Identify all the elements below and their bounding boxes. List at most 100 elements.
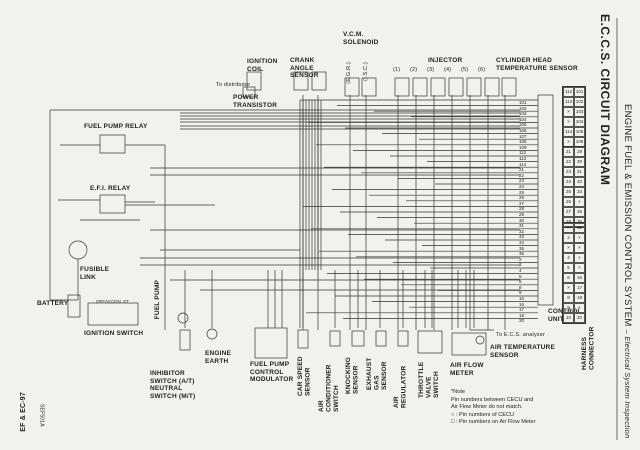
section-header: ENGINE FUEL & EMISSION CONTROL SYSTEM – … [622,104,633,439]
connector-pin: 101 [574,87,585,97]
control-unit-label: CONTROL UNIT [548,308,582,323]
control-unit-pin: 32 [519,228,525,234]
exhaust-gas-sensor-label: EXHAUST GAS SENSOR [366,357,388,390]
control-unit-pin: 106 [519,128,527,133]
component-symbol [361,77,377,97]
connector-pin: × [574,263,585,273]
section-subtitle: – Electrical System Inspection [623,329,632,439]
connector-pin: × [574,197,585,207]
connector-pin: 23 [563,167,574,177]
egr-label: (E.G.R.) [346,62,352,84]
connector-pin: 27 [563,207,574,217]
control-unit-pin: 102 [519,105,527,111]
control-unit-pin: 8 [519,284,522,290]
connector-pin: 24 [563,177,574,187]
fusible-link-label: FUSIBLE LINK [80,266,110,281]
knocking-sensor-label: KNOCKING SENSOR [345,357,360,394]
control-unit-pin: 24 [519,184,525,189]
battery-symbol [67,294,81,318]
component-symbol [344,77,360,97]
control-unit-pin: 26 [519,195,525,201]
connector-pin: 102 [574,97,585,107]
to-distributor-label: To distributor [216,82,251,88]
control-unit-pin: 18 [519,312,525,318]
connector-pin: 5 [563,263,574,273]
page-number: EF & EC-97 [20,392,27,432]
control-unit-pin: 6 [519,279,522,285]
connector-pin: 32 [574,177,585,187]
connector-pin: 9 [563,303,574,313]
connector-pin: × [574,233,585,243]
engine-earth-symbol [206,328,218,340]
connector-pin: 30 [574,157,585,167]
control-unit-pin: 25 [519,189,525,195]
car-speed-sensor-symbol [297,329,309,349]
control-unit-pin: 108 [519,139,527,145]
control-unit-pin: 10 [519,296,525,301]
vcm-solenoid-label: V.C.M. SOLENOID [343,31,379,46]
control-unit-pin: 3 [519,262,522,268]
note-line: Air Flow Meter do not match. [451,404,523,410]
ac-switch-symbol [329,330,341,347]
ignition-switch-table [87,302,139,326]
connector-pin: × [574,243,585,253]
connector-pin: 33 [574,187,585,197]
control-unit-pin: 4 [519,268,522,273]
power-transistor-label: POWER TRANSISTOR [233,94,278,109]
fusible-link-symbol [68,240,88,260]
fuel-pump-label: FUEL PUMP [154,280,161,320]
connector-pin: 18 [574,293,585,303]
control-unit-pin: 36 [519,251,525,257]
connector-pin: 26 [563,197,574,207]
connector-pin: 35 [574,207,585,217]
injector-number: (4) [444,67,452,73]
connector-pin: × [563,243,574,253]
control-unit-pin: 103 [519,111,527,117]
control-unit-pin: 20 [519,318,525,324]
injector-number: (2) [410,67,418,73]
control-unit-pin: 22 [519,172,525,178]
injector-label: INJECTOR [428,57,463,64]
car-speed-sensor-label: CAR SPEED SENSOR [297,356,312,396]
component-symbol [448,77,464,97]
fuel-pump-relay-label: FUEL PUMP RELAY [84,123,148,130]
connector-pin: 105 [574,127,585,137]
control-unit-pin: 9 [519,290,522,296]
harness-connector-label: HARNESS CONNECTOR [581,326,596,370]
efi-relay-symbol [99,194,126,214]
air-conditioner-switch-label: AIR CONDITIONER SWITCH [318,364,340,412]
connector-pin: 2 [563,233,574,243]
air-temperature-sensor-label: AIR TEMPERATURE SENSOR [490,344,555,359]
engine-earth-label: ENGINE EARTH [205,350,232,365]
control-unit-pin: 23 [519,178,525,184]
ignition-position: OFF [96,299,105,304]
connector-pin: 112 [563,87,574,97]
control-unit-box [537,94,554,306]
fuel-pump-symbol [177,312,189,324]
injector-number: (6) [478,67,486,73]
connector-pin: 22 [563,157,574,167]
throttle-valve-switch-label: THROTTLE VALVE SWITCH [418,361,440,398]
cylinder-head-temp-sensor-label: CYLINDER HEAD TEMPERATURE SENSOR [496,57,578,72]
efi-relay-label: E.F.I. RELAY [90,185,131,192]
component-symbol [412,77,428,97]
connector-pin: × [574,303,585,313]
connector-pin: × [563,223,574,233]
connector-pin: 8 [563,293,574,303]
control-unit-pin: 30 [519,217,525,223]
connector-pin: 29 [574,147,585,157]
knocking-sensor-symbol [351,330,365,347]
air-flow-meter-symbol [451,332,487,356]
ignition-position: ST [123,299,129,304]
connector-pin: 114 [563,127,574,137]
component-symbol [501,77,517,97]
component-symbol [311,71,327,91]
note-line: □ : Pin numbers on Air Flow Meter [451,419,536,425]
isc-label: (I.S.C.) [363,62,369,82]
fuel-pump-relay-symbol [99,134,126,154]
connector-pin: 6 [563,273,574,283]
fuel-pump-control-modulator-label: FUEL PUMP CONTROL MODULATOR [250,361,294,383]
